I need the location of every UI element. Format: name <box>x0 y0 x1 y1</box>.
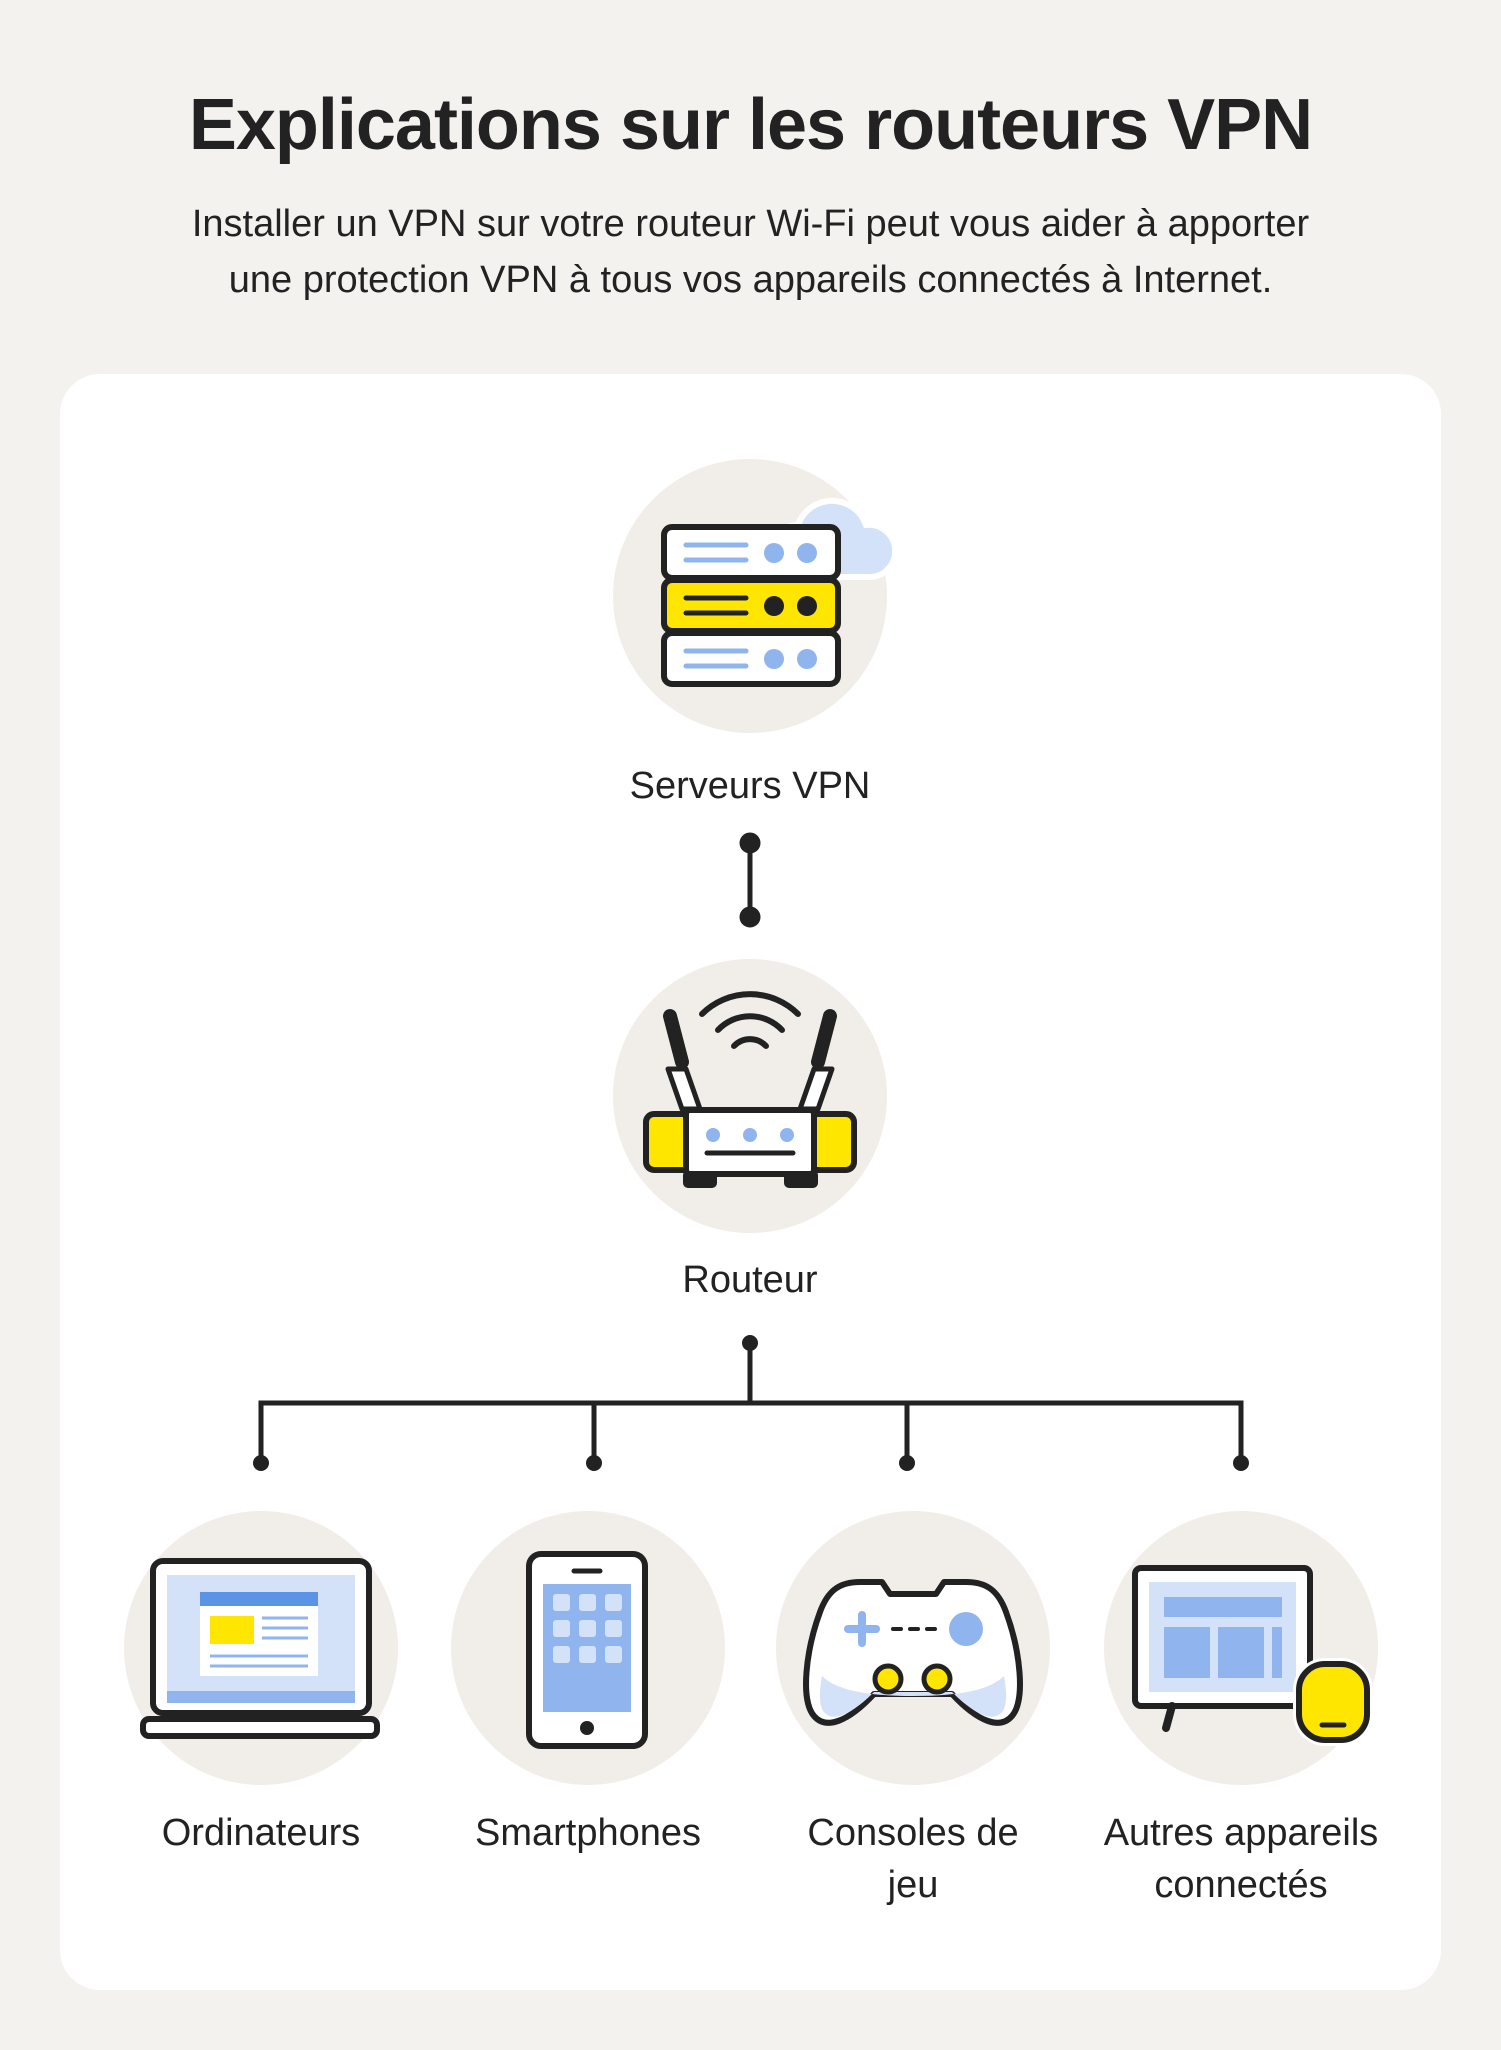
smartphone-icon <box>451 1511 725 1785</box>
smart-tv-speaker-icon <box>1104 1511 1378 1785</box>
node-label-other-devices: Autres appareils connectés <box>1071 1807 1411 1911</box>
vpn-server-stack-icon <box>613 459 899 733</box>
connector-servers-router <box>739 832 761 928</box>
connector-router-devices <box>253 1335 1249 1471</box>
node-label-game-consoles: Consoles de jeu <box>763 1807 1063 1911</box>
node-label-computers: Ordinateurs <box>111 1807 411 1859</box>
page-title: Explications sur les routeurs VPN <box>188 85 1313 165</box>
smart-speaker-icon <box>1293 1658 1373 1746</box>
laptop-icon <box>124 1511 398 1785</box>
node-label-router: Routeur <box>682 1259 818 1301</box>
label-line: Smartphones <box>474 1812 701 1854</box>
game-controller-icon <box>776 1511 1050 1785</box>
node-label-servers: Serveurs VPN <box>629 765 871 807</box>
label-line: Consoles de <box>807 1812 1019 1854</box>
node-label-smartphones: Smartphones <box>438 1807 738 1859</box>
subtitle-line-1: Installer un VPN sur votre routeur Wi-Fi… <box>191 203 1310 245</box>
label-line: Autres appareils <box>1103 1812 1379 1854</box>
page-subtitle: Installer un VPN sur votre routeur Wi-Fi… <box>0 196 1501 308</box>
label-line: connectés <box>1154 1864 1328 1906</box>
label-line: jeu <box>887 1864 939 1906</box>
wifi-signal-icon <box>699 991 801 1049</box>
label-line: Ordinateurs <box>161 1812 361 1854</box>
subtitle-line-2: une protection VPN à tous vos appareils … <box>228 259 1273 301</box>
wifi-router-icon <box>613 959 887 1233</box>
